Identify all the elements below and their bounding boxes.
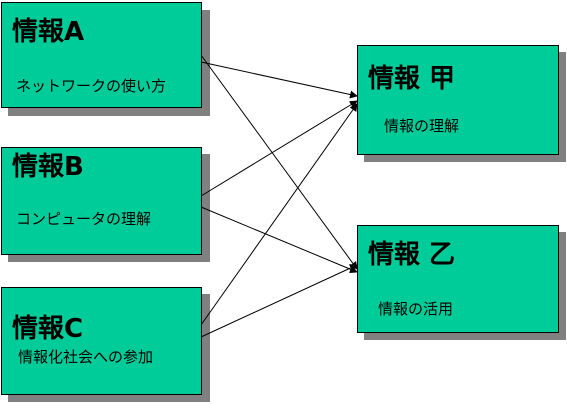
arrow-a-to-ko (200, 61, 358, 99)
arrow-b-to-ko (200, 100, 358, 197)
target-ko-title: 情報 甲 (368, 64, 456, 94)
source-b-title: 情報B (12, 152, 84, 182)
source-c-title: 情報C (12, 314, 84, 344)
target-otsu-subtitle: 情報の活用 (378, 300, 454, 318)
target-ko-subtitle: 情報の理解 (384, 117, 460, 135)
source-a-subtitle: ネットワークの使い方 (16, 77, 167, 95)
arrow-c-to-ko (200, 103, 358, 326)
arrow-a-to-otsu (200, 54, 358, 270)
target-otsu-title: 情報 乙 (368, 240, 456, 270)
target-box-ko: 情報 甲 情報の理解 (357, 45, 559, 155)
source-box-b: 情報B コンピュータの理解 (1, 147, 202, 255)
arrow-b-to-otsu (200, 206, 358, 273)
target-box-otsu: 情報 乙 情報の活用 (357, 225, 559, 333)
source-a-title: 情報A (12, 17, 85, 47)
arrow-c-to-otsu (200, 264, 358, 338)
source-box-c: 情報C 情報化社会への参加 (1, 287, 202, 395)
source-box-a: 情報A ネットワークの使い方 (1, 2, 202, 108)
source-c-subtitle: 情報化社会への参加 (18, 348, 154, 366)
source-b-subtitle: コンピュータの理解 (16, 210, 152, 228)
